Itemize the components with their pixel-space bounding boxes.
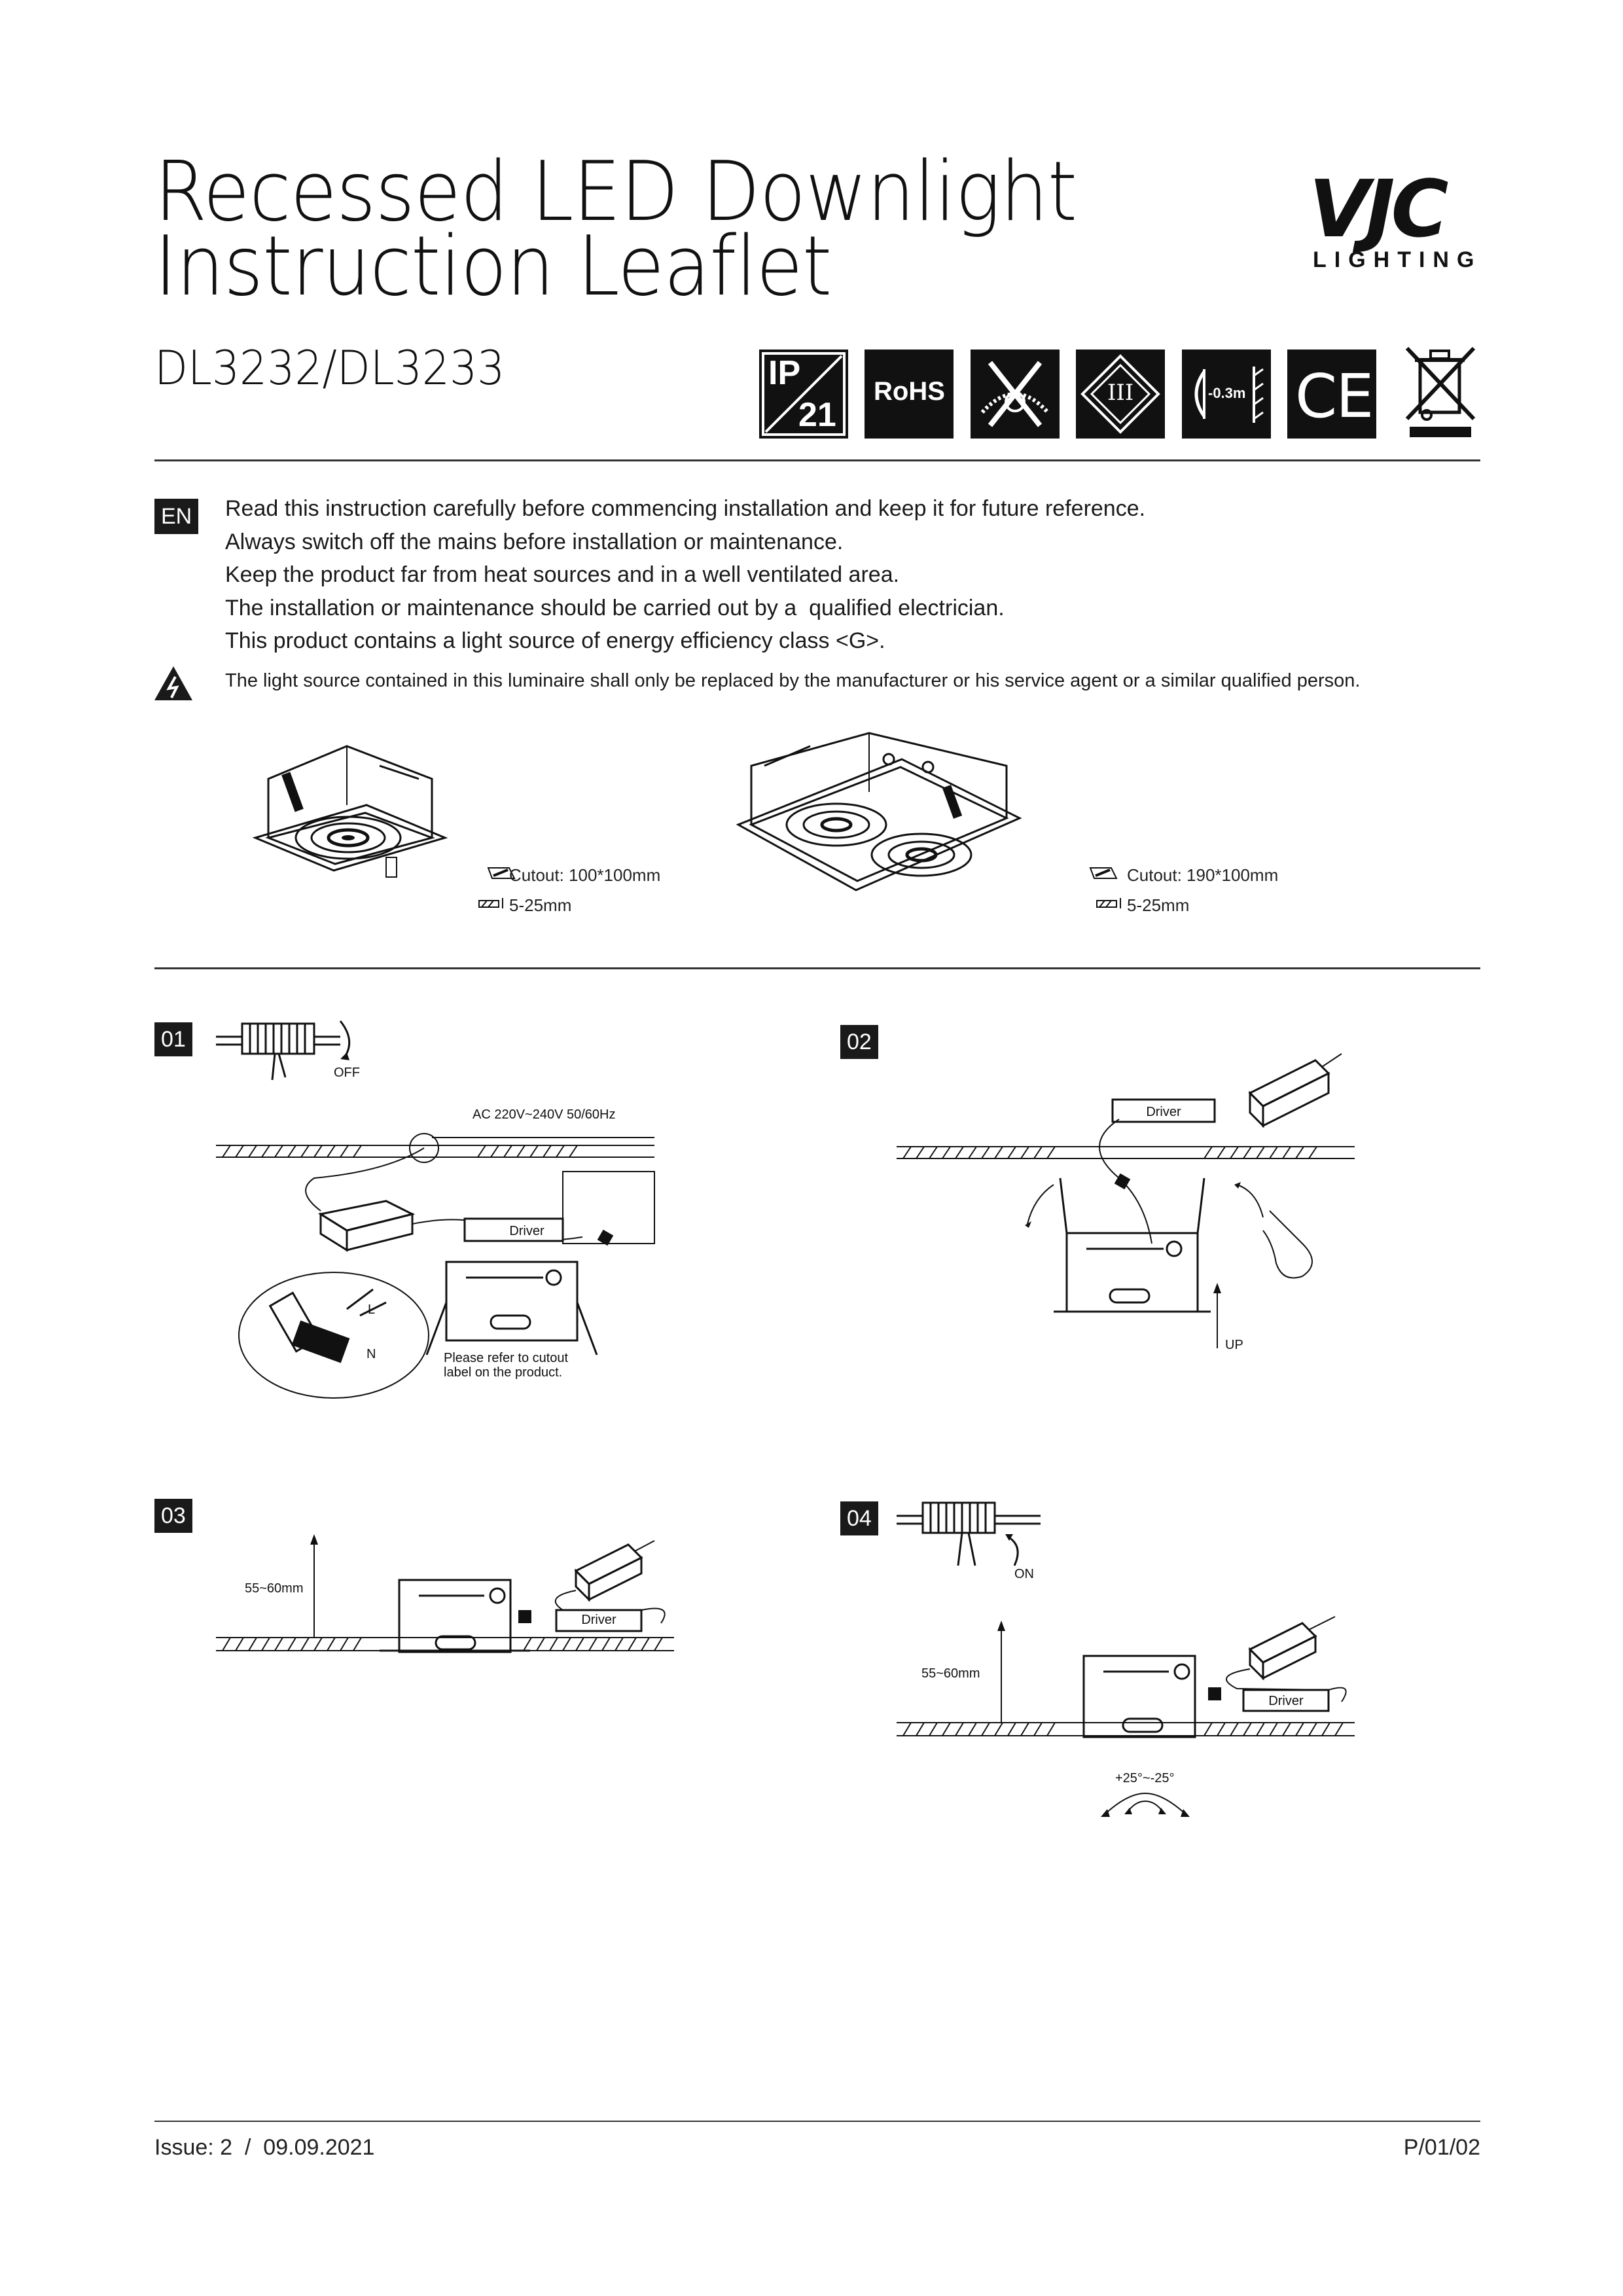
instruction-line: Always switch off the mains before insta… bbox=[225, 529, 844, 554]
ac-supply-label: AC 220V~240V 50/60Hz bbox=[473, 1107, 616, 1122]
min-distance-label: -0.3m bbox=[1208, 385, 1246, 401]
header-divider bbox=[154, 459, 1480, 461]
ceiling-thickness-1: 5-25mm bbox=[509, 895, 572, 915]
light-source-warning: The light source contained in this lumin… bbox=[225, 670, 1361, 691]
min-distance-badge: -0.3m bbox=[1182, 350, 1271, 439]
cutout-icon bbox=[487, 867, 516, 879]
logo-subtitle: LIGHTING bbox=[1313, 247, 1482, 272]
cutout-icon bbox=[1089, 867, 1118, 879]
rohs-badge: RoHS bbox=[865, 350, 954, 439]
language-tag: EN bbox=[154, 499, 199, 534]
ip-label: IP bbox=[768, 354, 801, 392]
class-iii-badge: III bbox=[1076, 350, 1165, 439]
ceiling-thickness-2: 5-25mm bbox=[1127, 895, 1190, 915]
step-02-label: 02 bbox=[840, 1025, 878, 1059]
rohs-label: RoHS bbox=[874, 377, 945, 406]
tilt-arrows-icon bbox=[1101, 1792, 1190, 1817]
class-iii-diamond bbox=[1080, 354, 1160, 434]
instruction-line: Keep the product far from heat sources a… bbox=[225, 562, 900, 587]
model-number: DL3232/DL3233 bbox=[154, 340, 505, 395]
cutout-note-line2: label on the product. bbox=[444, 1365, 563, 1380]
ce-mark: CE bbox=[1287, 350, 1376, 439]
document-title: Recessed LED Downlight Instruction Leafl… bbox=[154, 143, 1077, 314]
safety-instructions: Read this instruction carefully before c… bbox=[225, 492, 1145, 658]
cutout-size-2: Cutout: 190*100mm bbox=[1127, 865, 1279, 885]
instruction-line: Read this instruction carefully before c… bbox=[225, 496, 1146, 521]
step-03-installed-diagram bbox=[216, 1534, 674, 1653]
twin-downlight-illustration bbox=[736, 732, 1022, 891]
footer-divider bbox=[154, 2121, 1480, 2122]
step-04-adjust-diagram bbox=[897, 1616, 1355, 1738]
up-label: UP bbox=[1225, 1338, 1243, 1352]
no-insulation-cover-icon bbox=[971, 350, 1060, 439]
on-label: ON bbox=[1014, 1567, 1034, 1581]
driver-label: Driver bbox=[1146, 1105, 1181, 1119]
thickness-icon bbox=[1096, 898, 1121, 908]
terminal-block-off-icon bbox=[216, 1020, 351, 1081]
driver-label: Driver bbox=[1268, 1694, 1304, 1708]
step-01-label: 01 bbox=[154, 1022, 192, 1056]
depth-label: 55~60mm bbox=[245, 1581, 304, 1596]
instruction-line: The installation or maintenance should b… bbox=[225, 595, 1005, 620]
weee-bin-icon bbox=[1405, 346, 1476, 437]
no-cover-graphic bbox=[980, 361, 1050, 427]
ip-number: 21 bbox=[798, 396, 836, 434]
brand-logo: VJC LIGHTING bbox=[1309, 164, 1482, 273]
neutral-terminal-label: N bbox=[366, 1347, 376, 1361]
instruction-line: This product contains a light source of … bbox=[225, 628, 885, 653]
section-divider bbox=[154, 967, 1480, 969]
terminal-block-on-icon bbox=[897, 1501, 1041, 1566]
tilt-range-label: +25°~-25° bbox=[1115, 1771, 1175, 1785]
step-04-label: 04 bbox=[840, 1501, 878, 1535]
step-03-label: 03 bbox=[154, 1499, 192, 1533]
page-number: P/01/02 bbox=[1403, 2135, 1480, 2160]
class-iii-label: III bbox=[1107, 380, 1134, 406]
live-terminal-label: L bbox=[368, 1302, 376, 1317]
depth-label: 55~60mm bbox=[921, 1666, 980, 1681]
ip21-diagonal bbox=[762, 352, 846, 436]
ce-label: CE bbox=[1295, 361, 1374, 431]
logo-mark: VJC bbox=[1309, 164, 1449, 255]
driver-label: Driver bbox=[581, 1613, 616, 1627]
single-downlight-illustration bbox=[252, 745, 448, 878]
electrical-warning-icon bbox=[154, 666, 192, 700]
driver-label: Driver bbox=[509, 1224, 544, 1238]
issue-date: Issue: 2 / 09.09.2021 bbox=[154, 2135, 375, 2160]
title-line-2: Instruction Leaflet bbox=[154, 218, 832, 314]
cutout-size-1: Cutout: 100*100mm bbox=[509, 865, 661, 885]
cutout-note-line1: Please refer to cutout bbox=[444, 1351, 569, 1365]
step-02-insertion-diagram bbox=[897, 1053, 1355, 1348]
thickness-icon bbox=[478, 898, 503, 908]
off-label: OFF bbox=[334, 1066, 360, 1080]
min-distance-graphic bbox=[1194, 367, 1264, 423]
step-01-wiring-diagram bbox=[216, 1133, 655, 1399]
title-line-1: Recessed LED Downlight bbox=[154, 143, 1077, 240]
ip21-badge: IP 21 bbox=[759, 350, 848, 439]
